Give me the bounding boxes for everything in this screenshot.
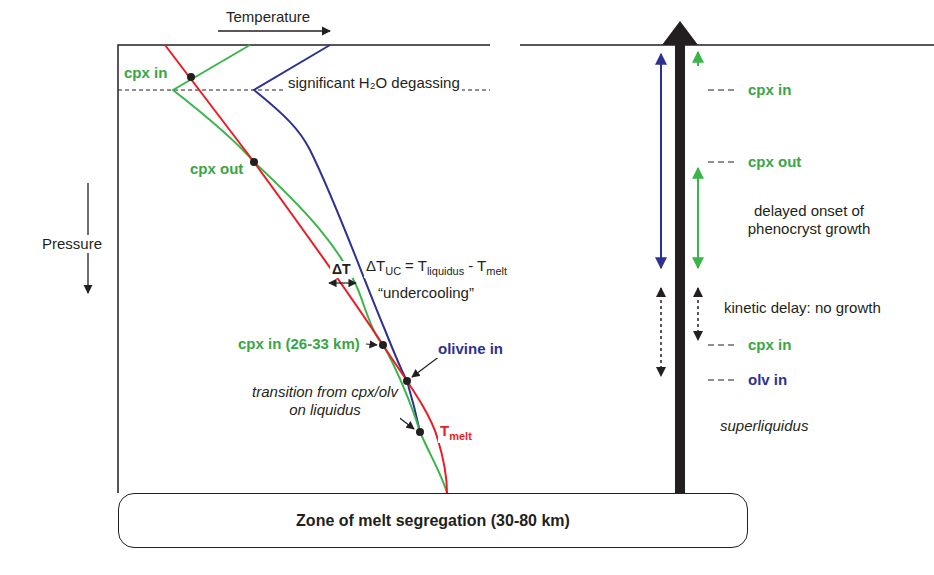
axis-label: Pressure xyxy=(40,235,104,253)
olivine-kinetic-delay xyxy=(660,288,662,376)
note: superliquidus xyxy=(718,417,810,435)
note: significant H₂O degassing xyxy=(286,74,462,92)
melt-temperature-label: Tmelt xyxy=(438,422,474,443)
olivine-growth-range xyxy=(660,54,662,268)
phase-label: olivine in xyxy=(436,340,505,358)
axis-label: Temperature xyxy=(224,8,312,26)
note: delayed onset of phenocryst growth xyxy=(722,202,896,238)
cpx-liquidus-curve xyxy=(173,45,447,493)
cpx-growth-range xyxy=(697,168,699,268)
cpx-growth-range-upper xyxy=(697,52,699,66)
phase-label: cpx in xyxy=(746,81,793,99)
note: kinetic delay: no growth xyxy=(722,299,883,317)
subscript: melt xyxy=(449,430,472,442)
phase-label: cpx out xyxy=(188,160,245,178)
phase-label: olv in xyxy=(746,371,789,389)
conduit xyxy=(675,45,685,493)
formula-part: T xyxy=(440,422,449,439)
subscript: UC xyxy=(385,265,401,277)
phase-label: cpx out xyxy=(746,153,803,171)
formula-part: - T xyxy=(468,257,486,274)
melt-zone-box: Zone of melt segregation (30-80 km) xyxy=(118,493,748,548)
phase-label: cpx in xyxy=(122,64,169,82)
subscript: liquidus xyxy=(427,265,464,277)
temperature-arrow xyxy=(218,30,330,31)
phase-label: cpx in xyxy=(746,336,793,354)
note: “undercooling” xyxy=(376,284,476,302)
undercooling-formula: ΔTUC = Tliquidus - Tmelt xyxy=(364,257,509,278)
formula-part: = T xyxy=(405,257,427,274)
volcano-symbol xyxy=(662,21,698,45)
olivine-liquidus-curve xyxy=(254,45,420,432)
subscript: melt xyxy=(486,265,507,277)
undercooling-symbol: ΔT xyxy=(330,261,353,278)
phase-label: cpx in (26-33 km) xyxy=(236,335,362,353)
note: transition from cpx/olv on liquidus xyxy=(250,383,400,419)
frame xyxy=(118,45,934,493)
undercooling-arrow xyxy=(329,282,356,283)
box-label: Zone of melt segregation (30-80 km) xyxy=(296,512,570,530)
cpx-kinetic-delay xyxy=(697,288,699,340)
formula-part: ΔT xyxy=(366,257,385,274)
intersection-dots xyxy=(187,73,424,436)
